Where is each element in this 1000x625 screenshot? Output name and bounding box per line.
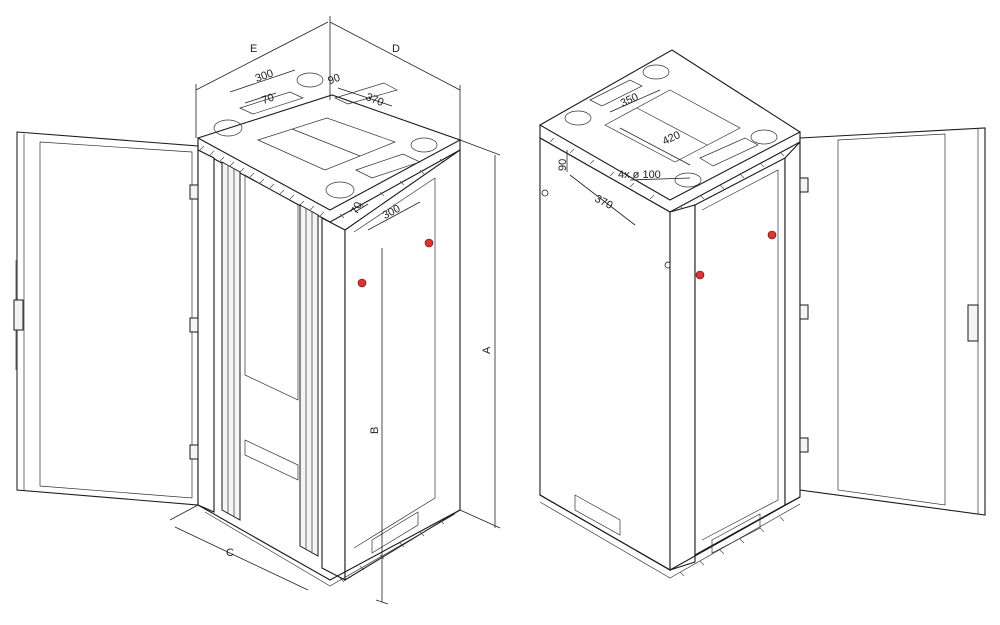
grounding-marker-icon bbox=[424, 238, 434, 248]
cable-hole-icon bbox=[213, 119, 243, 137]
left-cabinet-body bbox=[189, 72, 462, 587]
cable-hole-icon bbox=[410, 137, 438, 153]
right-front-panel bbox=[694, 157, 786, 556]
dim-label-d: D bbox=[392, 43, 400, 55]
dim-label-holes: 4x ø 100 bbox=[618, 169, 661, 181]
door-handle-icon bbox=[13, 299, 24, 331]
cable-hole-icon bbox=[325, 181, 355, 199]
hinge-icon bbox=[799, 437, 809, 453]
cable-hole-icon bbox=[750, 129, 778, 145]
dim-label-side-70: 70 bbox=[349, 200, 365, 216]
cable-hole-icon bbox=[642, 64, 670, 80]
left-side-panel bbox=[344, 148, 461, 581]
dim-label-side-90: 90 bbox=[557, 159, 569, 171]
grounding-marker-icon bbox=[695, 270, 705, 280]
dim-label-top-370: 370 bbox=[364, 91, 386, 109]
hinge-icon bbox=[189, 444, 199, 460]
hinge-icon bbox=[189, 317, 199, 333]
right-dimensions bbox=[566, 89, 691, 226]
cable-hole-icon bbox=[296, 72, 324, 88]
hinge-icon bbox=[799, 304, 809, 320]
hinge-icon bbox=[799, 177, 809, 193]
dim-label-top-300: 300 bbox=[254, 67, 275, 85]
cable-hole-icon bbox=[564, 110, 592, 126]
hinge-icon bbox=[189, 184, 199, 200]
dim-label-a: A bbox=[481, 346, 493, 354]
bolt-icon bbox=[541, 189, 549, 197]
grounding-marker-icon bbox=[767, 230, 777, 240]
cable-hole-icon bbox=[674, 172, 702, 188]
dim-label-e: E bbox=[250, 43, 257, 55]
left-dimension-labels: A B C D E 300 70 90 370 70 300 bbox=[226, 43, 493, 559]
dim-label-top-90: 90 bbox=[326, 72, 342, 87]
right-open-door bbox=[799, 127, 986, 516]
dim-label-top-70: 70 bbox=[260, 92, 276, 107]
door-handle-icon bbox=[967, 304, 979, 342]
dim-label-c: C bbox=[226, 547, 234, 559]
right-cabinet: 350 420 90 4x ø 100 370 bbox=[538, 49, 986, 579]
dim-label-b: B bbox=[369, 427, 381, 434]
left-dimensions bbox=[169, 16, 501, 605]
left-open-door bbox=[13, 131, 199, 506]
grounding-marker-icon bbox=[357, 278, 367, 288]
left-cabinet: A B C D E 300 70 90 370 70 300 bbox=[13, 16, 501, 605]
